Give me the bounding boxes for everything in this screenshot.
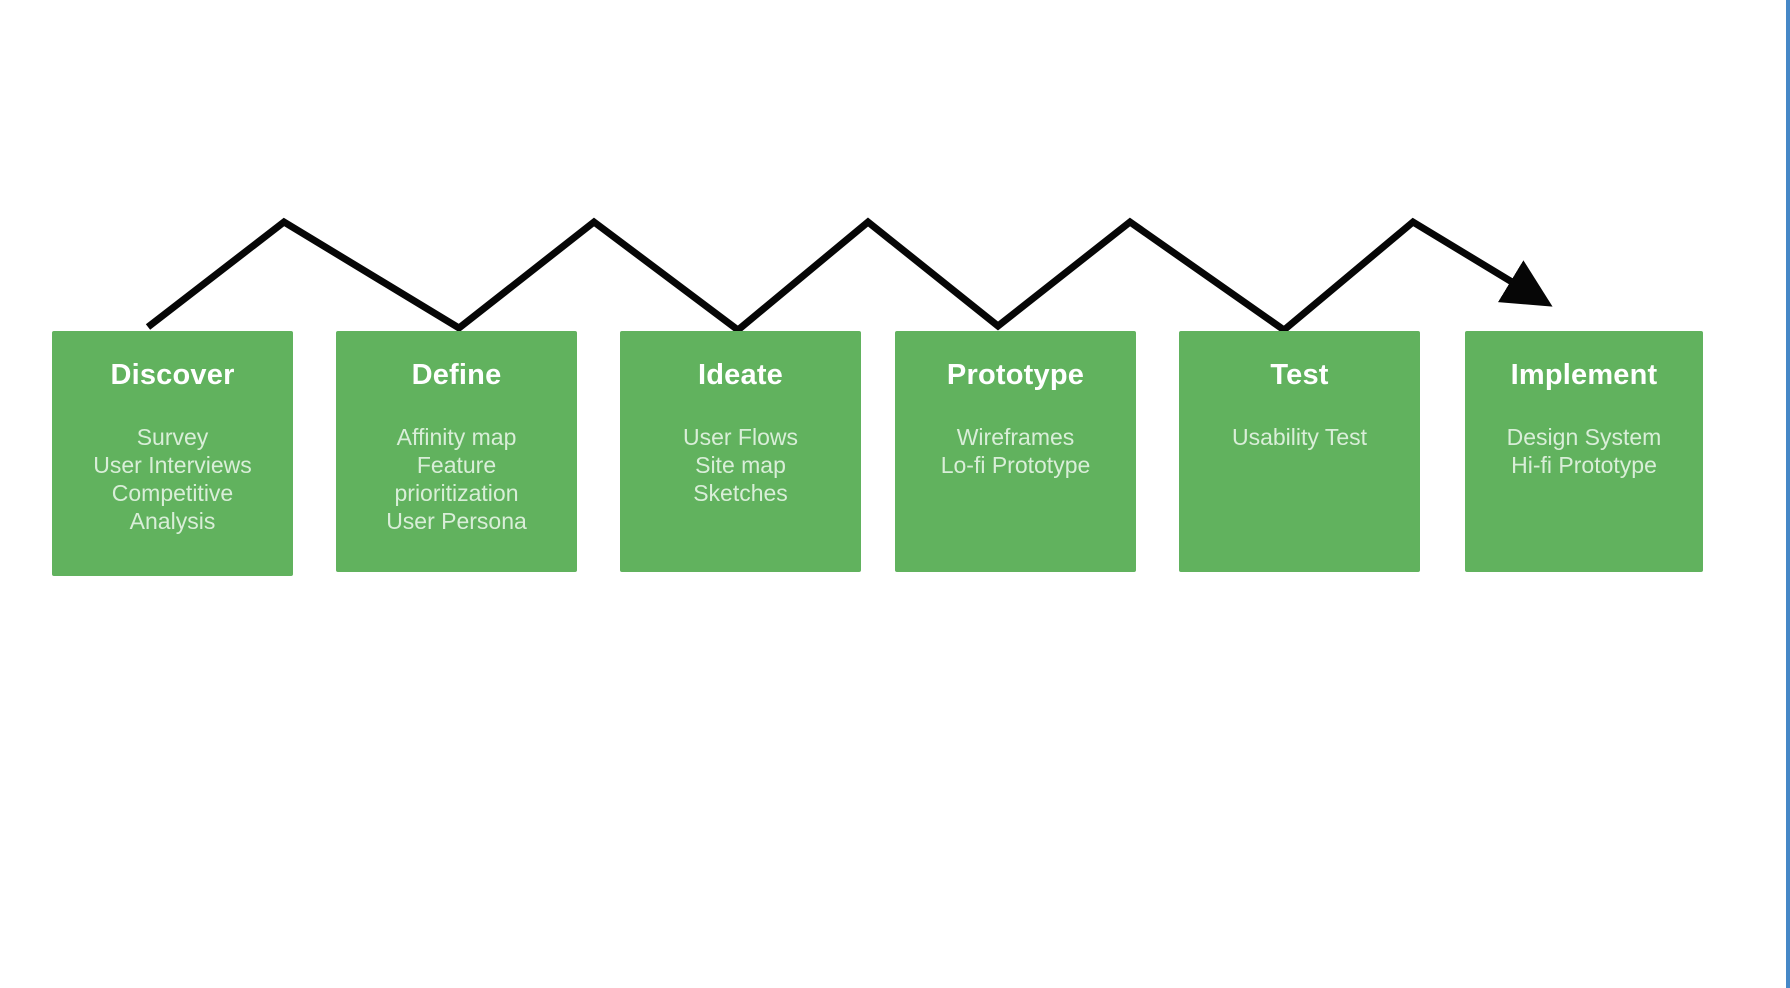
step-line: Survey [136, 424, 209, 450]
step-title: Ideate [697, 359, 783, 391]
step-line: Lo-fi Prototype [940, 452, 1091, 478]
step-box-test: Test Usability Test [1179, 331, 1420, 572]
step-line: User Interviews [93, 452, 252, 478]
step-line: Design System [1506, 424, 1662, 450]
step-title: Discover [110, 359, 235, 391]
step-lines: Usability Test [1179, 423, 1420, 451]
step-title: Define [411, 359, 502, 391]
step-lines: Design System Hi-fi Prototype [1465, 423, 1703, 479]
step-lines: Wireframes Lo-fi Prototype [895, 423, 1136, 479]
step-line: Affinity map [396, 424, 517, 450]
step-line: Sketches [693, 480, 788, 506]
step-title: Prototype [946, 359, 1085, 391]
step-lines: Affinity map Feature prioritization User… [336, 423, 577, 535]
step-line: Competitive [111, 480, 234, 506]
step-box-implement: Implement Design System Hi-fi Prototype [1465, 331, 1703, 572]
step-line: Feature [416, 452, 497, 478]
step-box-prototype: Prototype Wireframes Lo-fi Prototype [895, 331, 1136, 572]
step-line: Usability Test [1231, 424, 1368, 450]
step-box-ideate: Ideate User Flows Site map Sketches [620, 331, 861, 572]
step-title: Implement [1510, 359, 1658, 391]
step-line: prioritization [394, 480, 519, 506]
step-box-discover: Discover Survey User Interviews Competit… [52, 331, 293, 576]
step-lines: Survey User Interviews Competitive Analy… [52, 423, 293, 535]
step-line: Analysis [129, 508, 216, 534]
zigzag-arrow-line [145, 217, 1553, 335]
step-line: Site map [695, 452, 786, 478]
step-line: Wireframes [956, 424, 1075, 450]
step-line: User Flows [682, 424, 798, 450]
window-right-edge [1786, 0, 1790, 988]
step-box-define: Define Affinity map Feature prioritizati… [336, 331, 577, 572]
step-line: Hi-fi Prototype [1511, 452, 1657, 478]
step-title: Test [1270, 359, 1329, 391]
step-line: User Persona [386, 508, 527, 534]
step-lines: User Flows Site map Sketches [620, 423, 861, 507]
